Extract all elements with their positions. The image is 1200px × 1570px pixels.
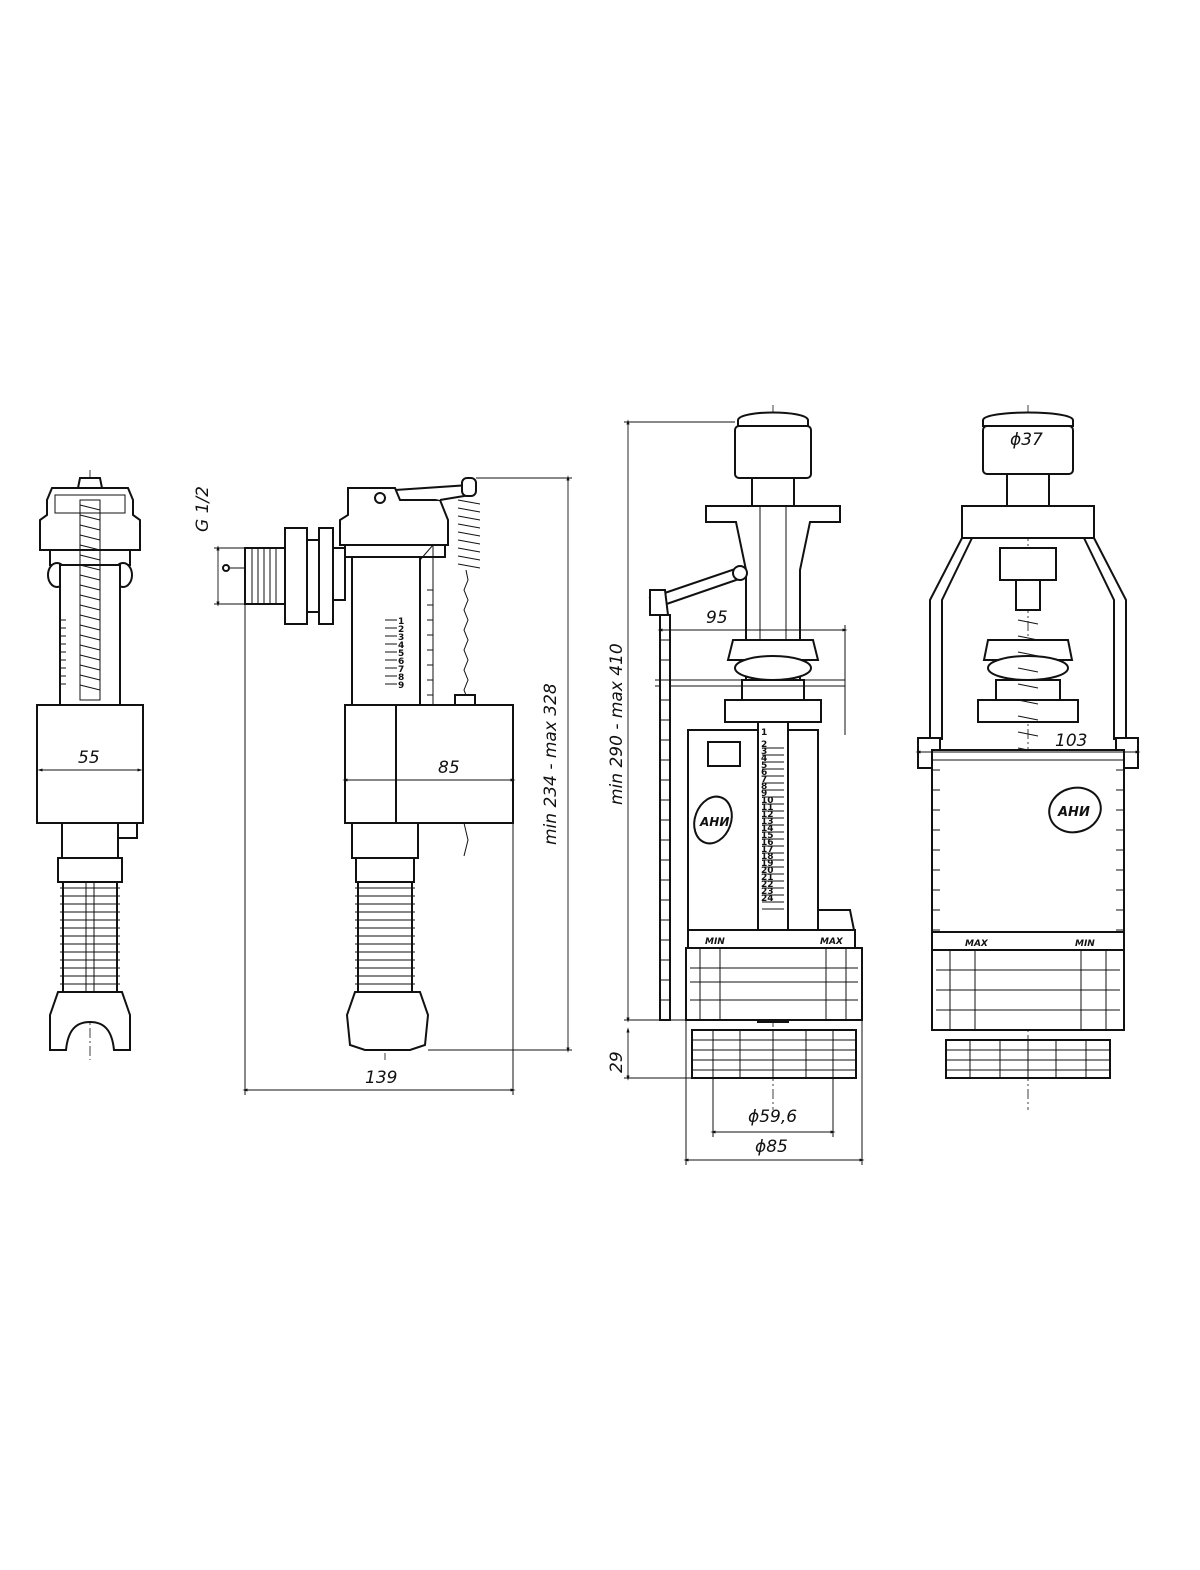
dim-139: 139 xyxy=(365,1068,397,1088)
logo-ani-right: АНИ xyxy=(1057,805,1090,820)
flush-valve-side-view: ϕ37 103 АНИ MAX MIN xyxy=(915,405,1141,1110)
svg-text:15: 15 xyxy=(761,831,774,841)
svg-text:22: 22 xyxy=(761,880,774,890)
svg-text:18: 18 xyxy=(761,852,774,862)
dim-85-diameter: ϕ85 xyxy=(755,1137,788,1157)
svg-text:3: 3 xyxy=(761,747,767,757)
svg-text:17: 17 xyxy=(761,845,774,855)
logo-ani-left: АНИ xyxy=(699,815,729,829)
svg-text:16: 16 xyxy=(761,838,774,848)
dim-85: 85 xyxy=(438,758,460,778)
dim-g-1-2: G 1/2 xyxy=(193,486,213,532)
svg-text:14: 14 xyxy=(761,824,774,834)
label-min: MIN xyxy=(705,937,725,947)
dim-min-290-max-410: min 290 - max 410 xyxy=(607,643,627,805)
svg-text:9: 9 xyxy=(398,681,404,691)
svg-text:5: 5 xyxy=(398,649,404,659)
dim-95: 95 xyxy=(706,608,728,628)
label-min-right: MIN xyxy=(1075,939,1095,949)
svg-text:5: 5 xyxy=(761,761,767,771)
svg-text:1: 1 xyxy=(398,617,404,627)
svg-text:1: 1 xyxy=(761,728,767,738)
svg-text:24: 24 xyxy=(761,894,774,904)
dim-103: 103 xyxy=(1055,731,1087,751)
label-max-right: MAX xyxy=(965,939,989,949)
svg-text:23: 23 xyxy=(761,887,774,897)
flush-valve-front-view: 1 2 3 4 5 6 7 8 9 10 11 12 13 14 15 16 1… xyxy=(607,405,865,1165)
svg-text:8: 8 xyxy=(761,782,767,792)
svg-text:13: 13 xyxy=(761,817,774,827)
fill-valve-front-view: 55 xyxy=(36,470,144,1060)
svg-text:8: 8 xyxy=(398,673,404,683)
svg-text:4: 4 xyxy=(398,641,404,651)
dim-29: 29 xyxy=(607,1051,627,1073)
svg-text:2: 2 xyxy=(761,740,767,750)
svg-text:2: 2 xyxy=(398,625,404,635)
svg-text:20: 20 xyxy=(761,866,774,876)
svg-text:6: 6 xyxy=(761,768,767,778)
dim-min-234-max-328: min 234 - max 328 xyxy=(541,683,561,845)
svg-text:6: 6 xyxy=(398,657,404,667)
dim-37: ϕ37 xyxy=(1010,430,1043,450)
svg-text:10: 10 xyxy=(761,796,774,806)
svg-text:4: 4 xyxy=(761,754,767,764)
svg-text:12: 12 xyxy=(761,810,774,820)
svg-text:7: 7 xyxy=(398,665,404,675)
svg-text:9: 9 xyxy=(761,789,767,799)
svg-text:21: 21 xyxy=(761,873,774,883)
label-max: MAX xyxy=(820,937,844,947)
svg-text:7: 7 xyxy=(761,775,767,785)
svg-text:19: 19 xyxy=(761,859,774,869)
dim-59-6: ϕ59,6 xyxy=(748,1107,797,1127)
fill-valve-side-view: 1 2 3 4 5 6 7 8 9 139 85 xyxy=(193,475,572,1095)
svg-text:3: 3 xyxy=(398,633,404,643)
svg-text:11: 11 xyxy=(761,803,774,813)
dim-55: 55 xyxy=(78,748,100,768)
